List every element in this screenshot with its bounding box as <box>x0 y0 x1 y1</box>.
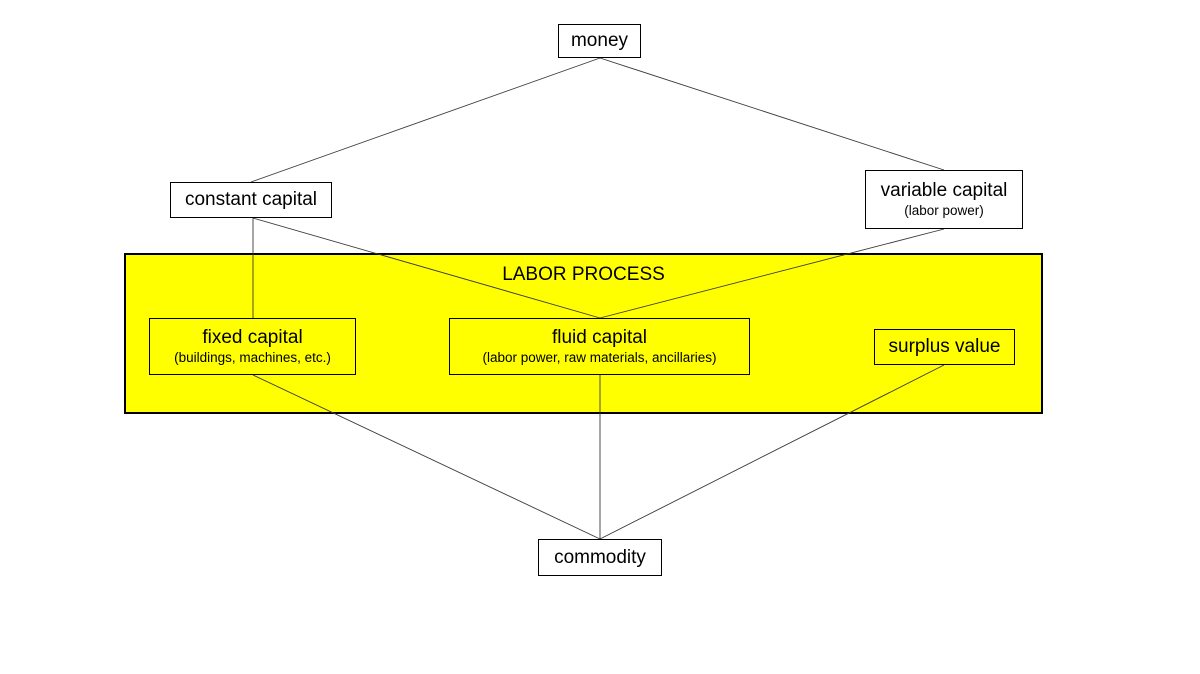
node-constant-capital-label: constant capital <box>184 189 318 210</box>
node-surplus-value: surplus value <box>874 329 1015 365</box>
node-variable-capital-sublabel: (labor power) <box>904 203 984 218</box>
edge-constant-capital-to-fluid-capital <box>252 217 601 319</box>
node-money-label: money <box>570 30 629 51</box>
edge-money-to-variable-capital <box>599 57 945 171</box>
node-variable-capital: variable capital (labor power) <box>865 170 1023 229</box>
node-fixed-capital-sublabel: (buildings, machines, etc.) <box>174 350 331 365</box>
node-commodity: commodity <box>538 539 662 576</box>
node-surplus-value-label: surplus value <box>888 336 1001 357</box>
node-fluid-capital: fluid capital (labor power, raw material… <box>449 318 750 375</box>
edge-surplus-value-to-commodity <box>599 364 945 540</box>
labor-process-region: LABOR PROCESS <box>124 253 1043 414</box>
node-commodity-label: commodity <box>554 546 646 568</box>
node-fixed-capital-label: fixed capital <box>202 327 303 348</box>
edge-variable-capital-to-fluid-capital <box>599 228 945 319</box>
node-fluid-capital-sublabel: (labor power, raw materials, ancillaries… <box>482 350 717 365</box>
node-constant-capital: constant capital <box>170 182 332 218</box>
node-fluid-capital-label: fluid capital <box>551 327 648 348</box>
labor-process-title: LABOR PROCESS <box>502 264 665 285</box>
edge-fixed-capital-to-commodity <box>252 374 601 540</box>
node-money: money <box>558 24 641 58</box>
edge-money-to-constant-capital <box>250 57 601 183</box>
node-fixed-capital: fixed capital (buildings, machines, etc.… <box>149 318 356 375</box>
node-variable-capital-label: variable capital <box>880 180 1008 201</box>
